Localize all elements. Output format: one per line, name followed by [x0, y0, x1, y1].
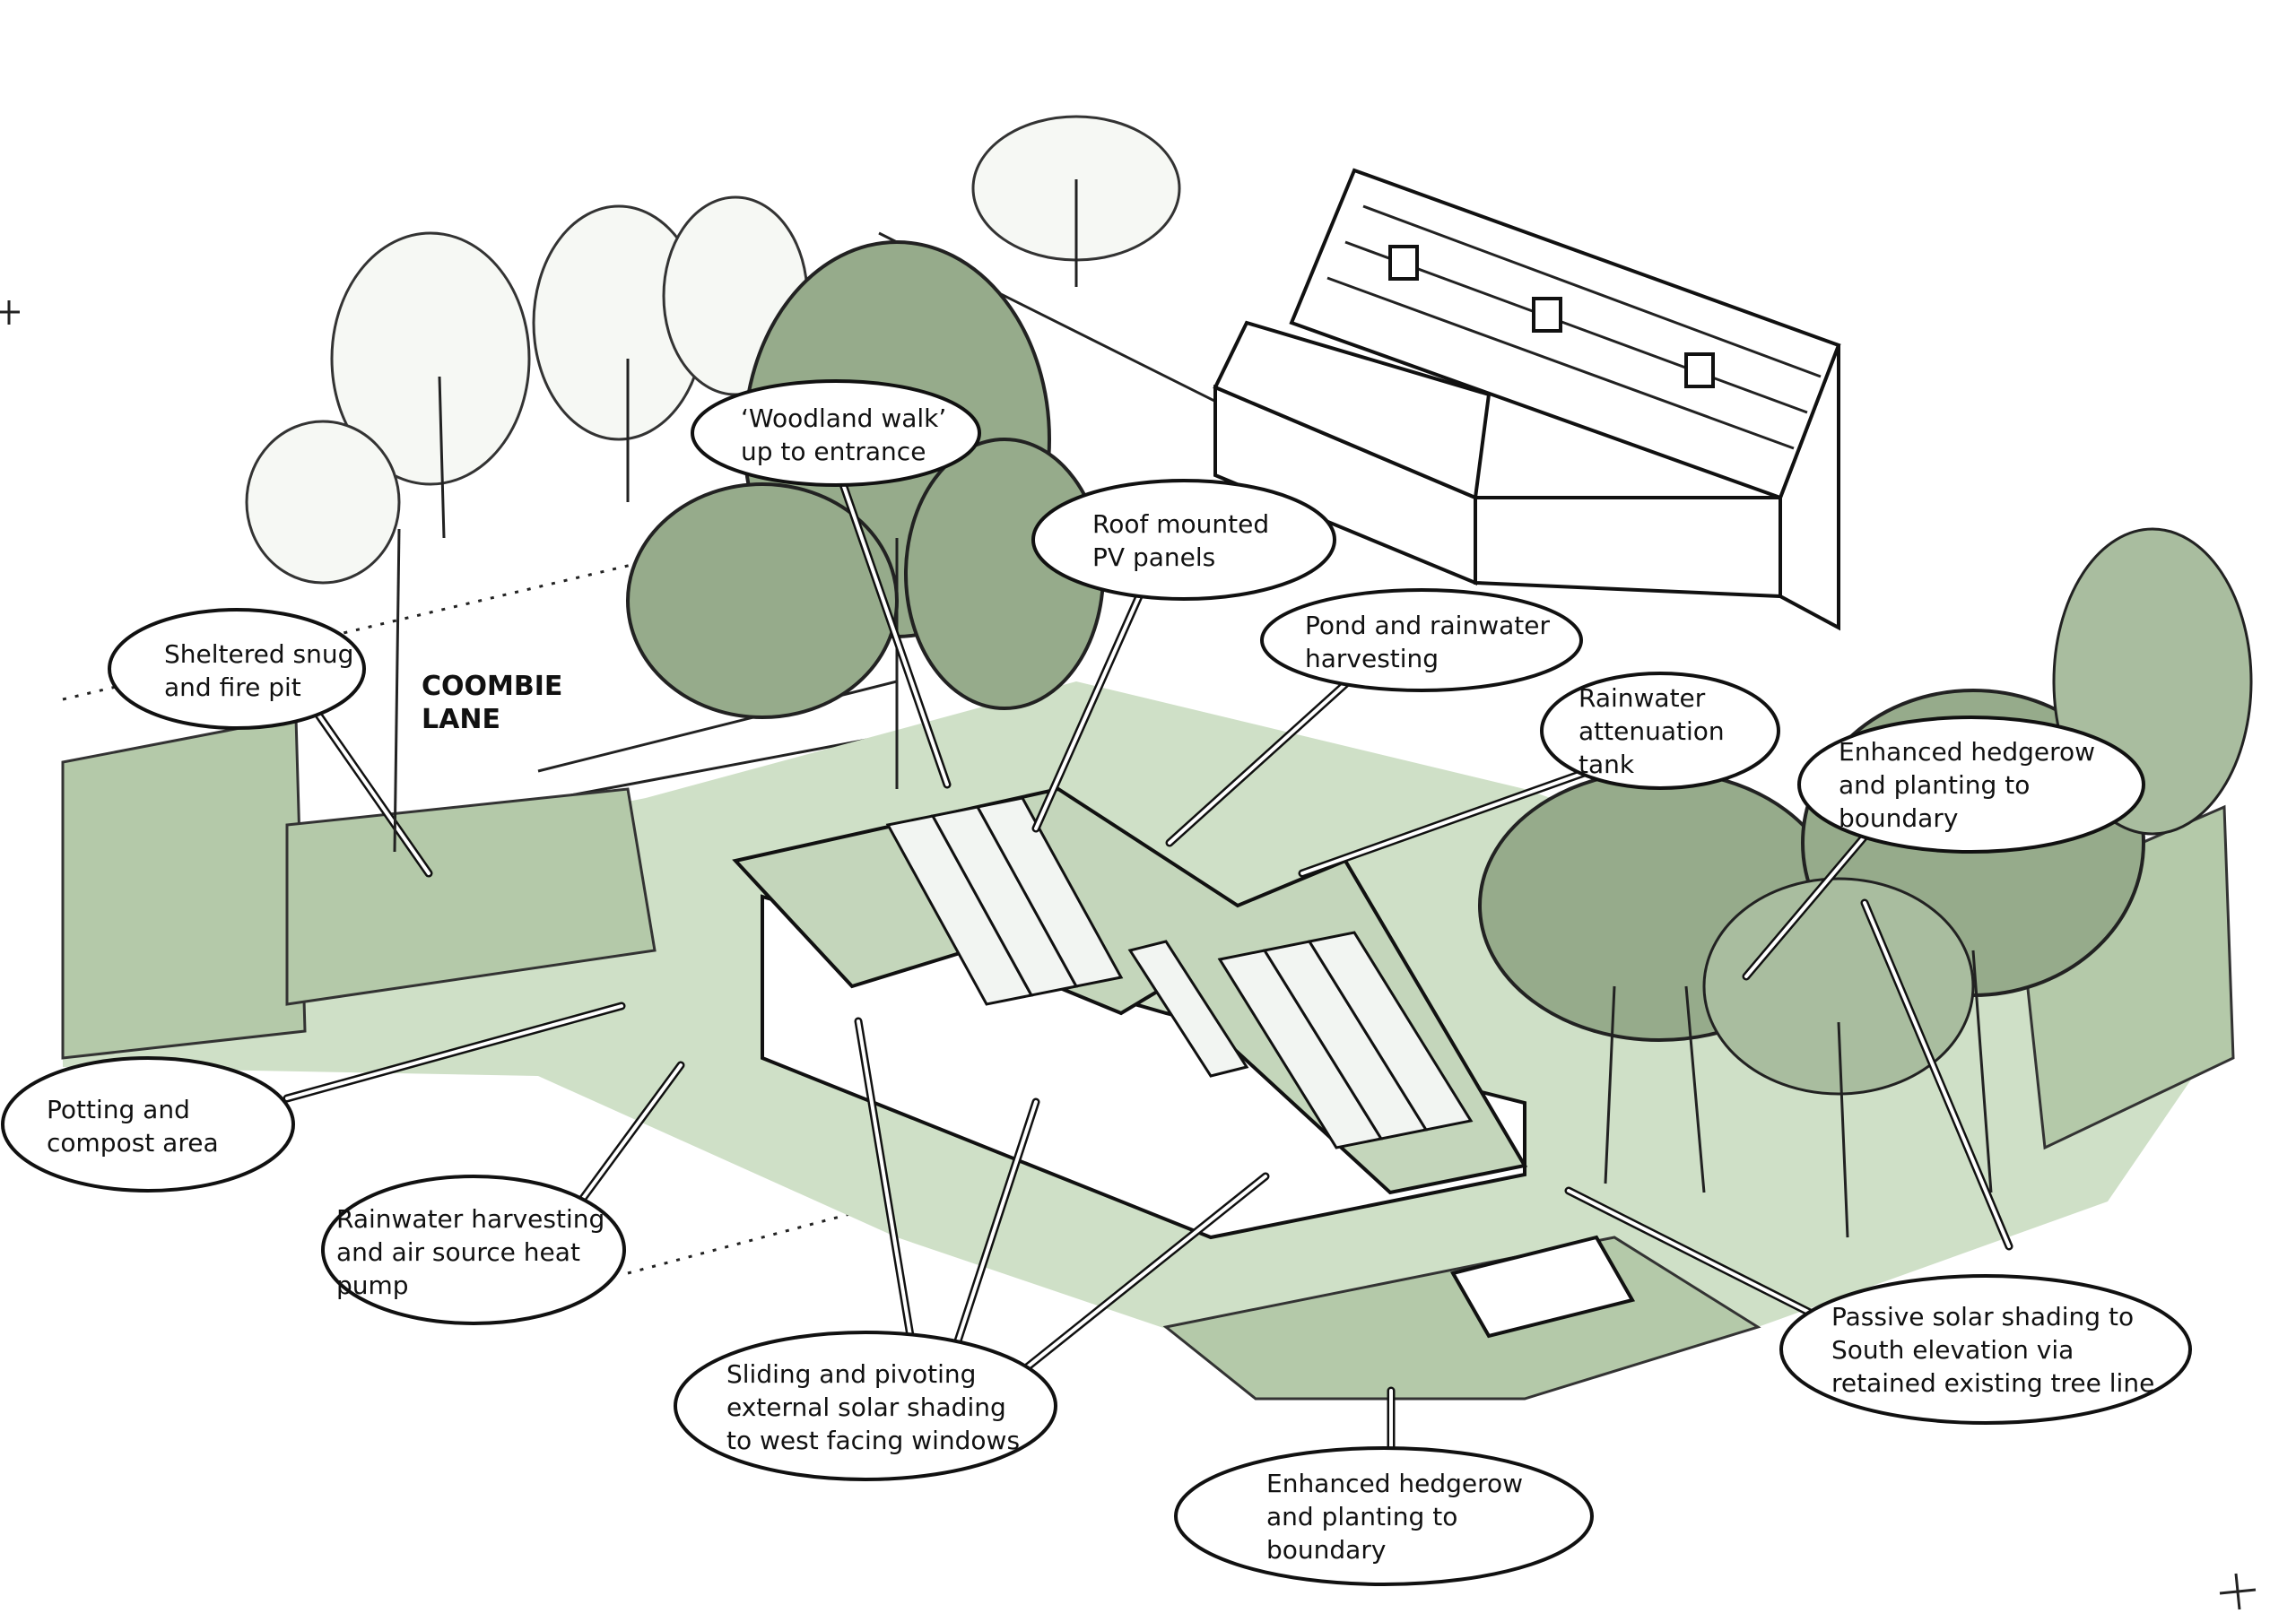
callout-line: PV panels [1092, 542, 1215, 572]
callout-passive-shading: Passive solar shading to South elevation … [1779, 1274, 2192, 1425]
callout-line: retained existing tree line [1831, 1368, 2154, 1398]
callout-line: Enhanced hedgerow [1266, 1469, 1523, 1498]
callout-line: ‘Woodland walk’ [741, 403, 946, 433]
callout-line: Sheltered snug [164, 639, 353, 669]
callout-line: and air source heat [336, 1237, 580, 1267]
callout-line: and planting to [1266, 1502, 1457, 1531]
callout-line: tank [1578, 750, 1635, 779]
callout-hedgerow-bottom: Enhanced hedgerow and planting to boundary [1174, 1446, 1594, 1586]
callout-line: Sliding and pivoting [726, 1359, 976, 1389]
callout-line: South elevation via [1831, 1335, 2074, 1365]
svg-text:COOMBIE: COOMBIE [422, 671, 562, 702]
svg-text:LANE: LANE [422, 704, 500, 735]
leader-lines [283, 480, 2013, 1475]
callout-line: attenuation [1578, 716, 1725, 746]
callout-line: Pond and rainwater [1305, 611, 1550, 640]
svg-text:‘Woodland walk’up to entrance: ‘Woodland walk’ up to entrance [741, 403, 946, 466]
callout-line: Enhanced hedgerow [1839, 737, 2095, 767]
callout-line: to west facing windows [726, 1426, 1020, 1455]
crop-mark-bottom-right [2219, 1573, 2257, 1610]
callout-line: Potting and [47, 1095, 190, 1124]
crop-mark-top-left [0, 300, 20, 325]
proposed-house [732, 786, 1636, 1339]
pv-panels [885, 796, 1474, 1149]
road-label-line1: COOMBIE [422, 671, 562, 702]
callout-line: boundary [1839, 803, 1958, 833]
callout-woodland-walk: ‘Woodland walk’ up to entrance [691, 379, 981, 487]
callout-pond: Pond and rainwater harvesting [1260, 588, 1583, 692]
callout-line: compost area [47, 1128, 219, 1158]
callout-line: up to entrance [741, 437, 926, 466]
callout-line: and fire pit [164, 672, 301, 702]
callout-line: external solar shading [726, 1392, 1006, 1422]
callout-line: Rainwater harvesting [336, 1204, 604, 1234]
existing-barn [1213, 168, 1841, 631]
callout-line: Roof mounted [1092, 509, 1269, 539]
road-label: COOMBIE LANE [393, 528, 562, 853]
callout-line: Rainwater [1578, 683, 1706, 713]
callout-line: and planting to [1839, 770, 2030, 800]
callout-line: harvesting [1305, 644, 1439, 673]
callout-line: Passive solar shading to [1831, 1302, 2134, 1331]
callout-potting: Potting and compost area [1, 1056, 295, 1193]
callout-line: pump [336, 1271, 409, 1300]
callout-line: boundary [1266, 1535, 1386, 1565]
road-label-line2: LANE [422, 704, 500, 735]
